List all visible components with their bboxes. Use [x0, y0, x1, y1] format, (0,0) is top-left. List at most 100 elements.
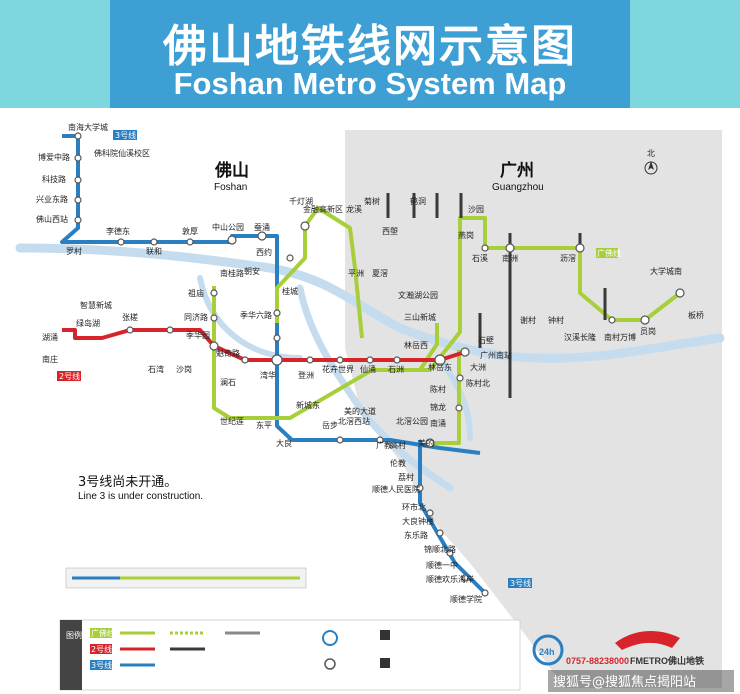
station-marker [210, 314, 218, 322]
station-marker [209, 341, 219, 351]
station-label: 顺德人民医院 [372, 484, 420, 494]
svg-text:广佛线: 广佛线 [597, 248, 621, 258]
svg-text:2号线: 2号线 [91, 644, 112, 654]
station-label: 北滘公园 [396, 417, 428, 426]
hotline-logo: 24h 0757-88238000 [532, 634, 629, 666]
header-center-band [110, 0, 630, 108]
station-marker [455, 404, 463, 412]
station-marker [241, 356, 249, 364]
station-label: 高村 [390, 440, 406, 450]
station-label: 沙园 [468, 205, 484, 214]
station-label: 菊树 [364, 196, 380, 206]
svg-text:广佛线: 广佛线 [91, 628, 115, 638]
station-label: 沥滘 [560, 254, 576, 263]
station-marker [336, 356, 344, 364]
station-marker [286, 254, 294, 262]
svg-text:3号线: 3号线 [91, 660, 112, 670]
station-marker [74, 132, 82, 140]
watermark-bg [548, 670, 734, 692]
station-label: 汉溪长隆 [564, 332, 596, 342]
map-title: 佛山地铁线网示意图 [163, 21, 577, 72]
station-label: 北滘西站 [338, 416, 370, 426]
station-label: 林岳东 [428, 362, 452, 372]
map-subtitle: Foshan Metro System Map [173, 66, 567, 101]
legend-title: 图例说明 [66, 630, 98, 640]
station-label: 美的大道 [344, 406, 376, 416]
station-label: 鹤洞 [410, 196, 426, 206]
station-label: 西塱 [382, 226, 398, 236]
station-label: 陈村 [430, 384, 446, 394]
station-marker [74, 154, 82, 162]
station-marker [425, 438, 435, 448]
station-label: 大学城南 [650, 266, 682, 276]
station-label: 同济路 [184, 312, 208, 322]
station-label: 佛山西站 [36, 214, 68, 224]
station-labels: 南海大学城 博爱中路 科技路 兴业东路 佛山西站 佛科院仙溪校区 罗村 李德东 … [36, 122, 704, 604]
compass-north-icon: 北 [644, 149, 658, 175]
station-label: 石湾 [148, 364, 164, 374]
city-label-guangzhou: 广州 [500, 160, 534, 181]
station-label: 板桥 [688, 310, 704, 320]
station-label: 环市北 [402, 502, 426, 512]
station-marker [126, 326, 134, 334]
station-label: 林岳西 [404, 340, 428, 350]
city-label-foshan: 佛山 [214, 160, 249, 181]
station-label: 罗村 [66, 246, 82, 256]
station-label: 兴业东路 [36, 194, 68, 204]
station-label: 陈村北 [466, 378, 490, 388]
station-label: 广州南站 [480, 350, 512, 360]
station-label: 南村万博 [604, 332, 636, 342]
station-label: 岳步 [322, 420, 338, 430]
svg-text:3号线: 3号线 [510, 578, 531, 588]
station-label: 钟村 [548, 315, 564, 325]
line3-badge-top: 3号线 [113, 130, 137, 140]
station-label: 锦龙 [430, 402, 446, 412]
brand-name: FMETRO佛山地铁 [630, 655, 704, 666]
station-label: 谢村 [520, 315, 536, 325]
metro-map: 佛山 Foshan 广州 Guangzhou 北 3号线 2号线 3号线 广佛线… [15, 122, 734, 692]
station-label: 伦教 [390, 458, 406, 468]
station-label: 顺德学院 [450, 594, 482, 604]
line-guangfo [212, 206, 682, 445]
station-marker [74, 196, 82, 204]
river-network [15, 243, 725, 492]
station-marker [393, 356, 401, 364]
construction-note: 3号线尚未开通。 [78, 475, 177, 490]
header-left-decoration [0, 0, 40, 108]
station-label: 南庄 [42, 354, 58, 364]
station-marker [257, 231, 267, 241]
station-marker [446, 549, 454, 557]
station-label: 东乐路 [404, 530, 428, 540]
station-label: 千灯湖 [289, 196, 313, 206]
station-label: 顺德欢乐海岸 [426, 574, 474, 584]
station-marker [306, 356, 314, 364]
station-label: 世纪莲 [220, 416, 244, 426]
station-marker [436, 529, 444, 537]
station-marker [166, 326, 174, 334]
station-marker [675, 288, 685, 298]
svg-text:24h: 24h [539, 647, 555, 657]
station-marker [150, 238, 158, 246]
station-label: 荔村 [398, 472, 414, 482]
station-label: 澜石 [220, 378, 236, 387]
svg-text:2号线: 2号线 [59, 371, 80, 381]
station-label: 绿岛湖 [76, 318, 100, 328]
guangzhou-region [345, 130, 722, 688]
line-strip-mini-diagram [65, 567, 307, 589]
station-label: 新城东 [296, 400, 320, 410]
station-label: 南海大学城 [68, 122, 108, 132]
station-marker [416, 484, 424, 492]
station-marker [456, 374, 464, 382]
station-marker [273, 309, 281, 317]
station-label: 花卉世界 [322, 364, 354, 374]
city-label-guangzhou-en: Guangzhou [492, 182, 544, 193]
station-marker [210, 289, 218, 297]
station-marker [300, 221, 310, 231]
station-marker [273, 334, 281, 342]
station-label: 金融高新区 [303, 204, 343, 214]
station-markers [74, 132, 685, 597]
station-label: 湾华 [260, 370, 276, 380]
svg-text:3号线: 3号线 [115, 130, 136, 140]
station-label: 祖庙 [188, 288, 204, 298]
station-label: 季华六路 [240, 310, 272, 320]
